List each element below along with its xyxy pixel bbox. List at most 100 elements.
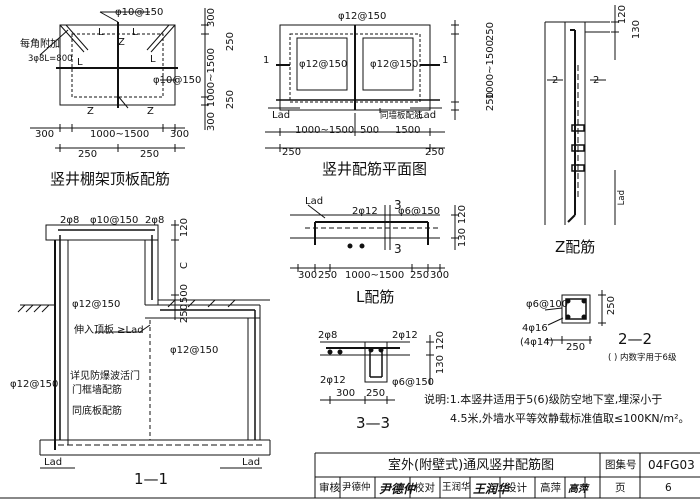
section-2-dim-h: 250 — [566, 342, 586, 353]
z-bar-drawing — [544, 5, 619, 225]
top-slab-title: 竖井棚架顶板配筋 — [50, 170, 171, 188]
plan-rebar-top: φ12@150 — [338, 11, 387, 22]
top-slab-label-l2: L — [132, 27, 138, 38]
z-bar-mark-left: 2 — [552, 75, 559, 86]
plan-wall-note: 同墙板配筋 — [380, 111, 423, 121]
top-slab-rebar-top: φ10@150 — [115, 7, 164, 18]
reviewer-signature: 尹德仲 — [379, 482, 416, 496]
section-1-drawing — [17, 220, 271, 469]
top-slab-dim-h3: 300 — [170, 129, 190, 140]
section-3-rebar-2: 2φ12 — [392, 330, 418, 341]
l-bar-dim-h1: 300 — [298, 270, 318, 281]
l-bar-dim-v1: 120 — [457, 205, 468, 225]
plan-dim-h1: 1000~1500 — [295, 125, 355, 136]
top-slab-label-l1: L — [98, 27, 104, 38]
section-2-note: ( ) 内数字用于6级 — [608, 353, 677, 363]
plan-dim-v1: 250 — [485, 22, 496, 42]
l-bar-title: L配筋 — [356, 288, 395, 306]
atlas-label: 图集号 — [605, 459, 637, 471]
top-slab-dim-h4: 250 — [78, 149, 98, 160]
top-slab-dim-v1: 300 — [206, 8, 217, 28]
section-1-rebar-wall-3: φ12@150 — [10, 379, 59, 390]
plan-lad-left: Lad — [272, 110, 291, 121]
top-slab-dim-v5: 300 — [206, 112, 217, 132]
l-bar-lad: Lad — [305, 196, 324, 207]
l-bar-dim-h4: 250 — [410, 270, 430, 281]
title-block-lines — [0, 452, 700, 499]
section-1-dim-c: C — [179, 262, 190, 269]
top-slab-label-z2: Z — [87, 106, 94, 117]
section-3-drawing — [320, 335, 434, 404]
section-1-lad-left: Lad — [44, 457, 63, 468]
plan-dim-h3: 1500 — [395, 125, 421, 136]
l-bar-rebar-main: 2φ12 — [352, 206, 378, 217]
notes-line-1: 1.本竖井适用于5(6)级防空地下室,埋深小于 — [449, 393, 663, 406]
l-bar-section-mark-bottom: 3 — [394, 242, 402, 256]
plan-lad-right: Lad — [418, 110, 437, 121]
top-slab-dim-v4: 250 — [225, 90, 236, 110]
l-bar-rebar-stirrup: φ6@150 — [398, 206, 441, 217]
section-3-dim-h2: 250 — [366, 388, 386, 399]
general-notes: 说明:1.本竖井适用于5(6)级防空地下室,埋深小于 4.5米,外墙水平等效静载… — [424, 390, 696, 428]
section-2-dim-v: 250 — [606, 296, 617, 316]
l-bar-dim-h5: 300 — [430, 270, 450, 281]
section-2-title: 2—2 — [618, 330, 653, 348]
section-1-note-door-1: 详见防爆波活门 — [70, 371, 140, 382]
section-2-rebar-main-2: (4φ14) — [520, 337, 554, 348]
z-bar-dim-lad: Lad — [617, 190, 627, 206]
section-1-dim-500: 500 — [179, 284, 190, 304]
l-bar-section-mark-top: 3 — [394, 198, 402, 212]
l-bar-dim-v2: 130 — [457, 228, 468, 248]
l-bar-dim-h2: 250 — [318, 270, 338, 281]
plan-rebar-mid: φ12@150 — [299, 59, 348, 70]
top-slab-label-l4: L — [150, 54, 156, 65]
checker: 王润华 — [442, 482, 471, 493]
section-1-dim-120: 120 — [179, 218, 190, 238]
plan-rebar-right: φ12@150 — [370, 59, 419, 70]
top-slab-drawing — [30, 8, 209, 152]
notes-label: 说明: — [424, 393, 450, 406]
section-1-note-door-2: 门框墙配筋 — [72, 385, 122, 396]
reviewer: 尹德仲 — [342, 482, 371, 493]
z-bar-mark-right: 2 — [593, 75, 600, 86]
section-3-dim-v1: 120 — [435, 331, 446, 351]
top-slab-label-z1: Z — [118, 37, 125, 48]
section-1-rebar-top-1: 2φ8 — [60, 215, 80, 226]
l-bar-dim-h3: 1000~1500 — [345, 270, 405, 281]
plan-dim-h2: 500 — [360, 125, 380, 136]
checker-signature: 王润华 — [473, 482, 510, 496]
section-2-rebar-stirrup: φ6@100 — [526, 299, 569, 310]
page-no: 6 — [665, 482, 672, 494]
designer: 高萍 — [540, 482, 561, 494]
review-label: 审核 — [319, 482, 340, 494]
section-1-note-roof: 伸入顶板 ≥Lad — [74, 325, 144, 336]
corner-note-2: 3φ8L=800 — [28, 54, 73, 64]
section-1-rebar-wall-1: φ12@150 — [72, 299, 121, 310]
section-1-rebar-top-3: 2φ8 — [145, 215, 165, 226]
top-slab-dim-h1: 300 — [35, 129, 55, 140]
section-3-rebar-3: 2φ12 — [320, 375, 346, 386]
page-label: 页 — [615, 482, 626, 494]
top-slab-label-l3: L — [77, 57, 83, 68]
z-bar-dim-130: 130 — [631, 20, 642, 40]
plan-dim-h5: 250 — [425, 147, 445, 158]
z-bar-title: Z配筋 — [555, 238, 596, 256]
section-1-note-floor: 同底板配筋 — [72, 406, 122, 417]
section-3-dim-h1: 300 — [336, 388, 356, 399]
top-slab-label-z3: Z — [147, 106, 154, 117]
section-3-rebar-4: φ6@150 — [392, 377, 435, 388]
section-1-rebar-top-2: φ10@150 — [90, 215, 139, 226]
plan-dim-v3: 250 — [485, 92, 496, 112]
top-slab-dim-h5: 250 — [140, 149, 160, 160]
section-1-title: 1—1 — [134, 470, 169, 488]
top-slab-dim-v3: 1000~1500 — [206, 48, 217, 108]
drawing-title: 室外(附壁式)通风竖井配筋图 — [388, 458, 555, 473]
plan-dim-h4: 250 — [282, 147, 302, 158]
corner-note-1: 每角附加 — [20, 39, 60, 50]
plan-title: 竖井配筋平面图 — [322, 160, 428, 178]
z-bar-dim-120: 120 — [617, 5, 628, 25]
section-3-dim-v2: 130 — [435, 355, 446, 375]
top-slab-dim-h2: 1000~1500 — [90, 129, 150, 140]
